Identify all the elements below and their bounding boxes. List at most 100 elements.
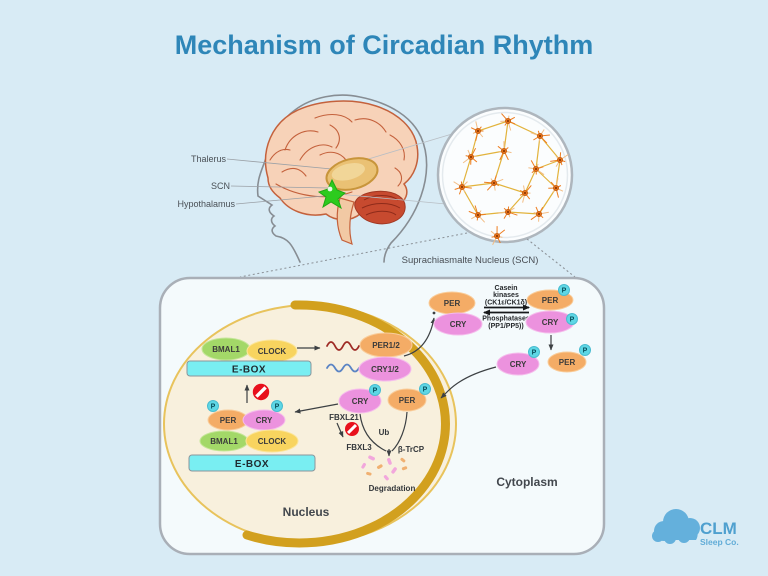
cry-mrna-wave	[326, 363, 360, 373]
p-badge: P	[419, 383, 431, 395]
neuron	[550, 152, 569, 167]
zoom-wedge-lines	[239, 232, 576, 278]
hypothalamus-label: Hypothalamus	[177, 199, 235, 209]
cry-ellipse-pair1	[433, 312, 483, 336]
neuron	[490, 226, 506, 246]
per-label: PER	[399, 396, 416, 405]
fbxl21-label: FBXL21	[329, 413, 359, 422]
per12-label: PER1/2	[372, 341, 400, 350]
p-label: P	[583, 348, 588, 355]
neuron	[484, 175, 504, 191]
cry12-label: CRY1/2	[371, 365, 399, 374]
casein-line1: Casein	[495, 285, 518, 292]
cry-ellipse-nucleus	[338, 388, 382, 414]
page-title: Mechanism of Circadian Rhythm	[175, 30, 594, 60]
brainstem	[336, 197, 355, 246]
neuron	[530, 129, 550, 144]
clock-label: CLOCK	[258, 437, 287, 446]
clock-ellipse-2	[245, 429, 299, 453]
bmal1-label: BMAL1	[210, 437, 238, 446]
logo-subtitle: Sleep Co.	[700, 537, 739, 547]
cerebellum-stripes	[361, 195, 401, 216]
repression-transfer-arrow	[294, 403, 339, 414]
nucleus-label: Nucleus	[283, 505, 330, 519]
neuron	[500, 113, 516, 131]
cloud-icon	[652, 509, 700, 544]
phosphatases-line2: (PP1/PP5))	[488, 323, 523, 330]
per-degradation-curve	[391, 411, 408, 452]
ub-label: Ub	[379, 428, 390, 437]
cytoplasm-label: Cytoplasm	[496, 475, 557, 489]
import-arrow	[440, 366, 497, 399]
logo-name: CLM	[700, 519, 737, 538]
label-lines	[226, 158, 343, 205]
p-label: P	[275, 404, 280, 411]
per-ellipse-nucleus	[387, 388, 427, 412]
scn-circle	[436, 106, 574, 246]
neuron	[498, 206, 518, 219]
cry-label: CRY	[450, 320, 467, 329]
neuron	[528, 160, 545, 176]
p-label: P	[373, 388, 378, 395]
p-badge: P	[369, 384, 381, 396]
scn-marker-icon	[317, 178, 346, 210]
p-badge: P	[579, 344, 591, 356]
p-label: P	[570, 317, 575, 324]
cry-label: CRY	[352, 397, 369, 406]
neuron	[462, 147, 478, 165]
p-badge: P	[558, 284, 570, 296]
neuron	[519, 185, 532, 203]
neuron	[530, 206, 549, 222]
phosphatases-line1: Phosphatases	[482, 316, 530, 323]
scn-label: SCN	[211, 181, 230, 191]
membrane-dot	[432, 311, 436, 315]
cry-label: CRY	[256, 416, 273, 425]
export-arrow	[403, 317, 436, 357]
p-label: P	[211, 404, 216, 411]
ebox-1-label: E-BOX	[232, 365, 266, 376]
brain	[264, 100, 419, 221]
p-badge: P	[271, 400, 283, 412]
brain-illustration: Thalerus SCN Hypothalamus	[177, 94, 453, 263]
p-badge: P	[528, 346, 540, 358]
neuron	[497, 141, 512, 161]
neuron	[453, 181, 472, 195]
cry12-ellipse	[358, 356, 412, 382]
neuron-network	[453, 113, 569, 246]
p-badge: P	[207, 400, 219, 412]
ebox-2-label: E-BOX	[235, 459, 269, 470]
ebox-2	[188, 454, 316, 472]
thalamus	[325, 157, 379, 191]
cerebellum	[354, 190, 406, 225]
nucleus-gold-rim	[242, 300, 450, 548]
clock-label: CLOCK	[258, 347, 287, 356]
membrane-dot	[442, 393, 446, 397]
per-label: PER	[559, 358, 576, 367]
prohibition-icon	[252, 383, 270, 401]
fbxl3-label: FBXL3	[346, 443, 372, 452]
per-label: PER	[542, 296, 559, 305]
per-mrna-wave	[326, 341, 360, 351]
cry-label: CRY	[510, 360, 527, 369]
zoom-dotted-line-right	[526, 238, 576, 278]
cry-degradation-curve	[359, 413, 387, 452]
ebox-1	[186, 360, 312, 377]
per-label: PER	[220, 416, 237, 425]
per-label: PER	[444, 299, 461, 308]
thalamus-label: Thalerus	[191, 154, 227, 164]
cry-label: CRY	[542, 318, 559, 327]
magnifier-lines	[337, 133, 453, 205]
neuron	[468, 205, 486, 223]
btrcp-label: β-TrCP	[398, 445, 425, 454]
p-label: P	[423, 387, 428, 394]
casein-line3: (CK1ε/CK1δ)	[485, 300, 527, 307]
fbxl21-arrow	[336, 422, 344, 438]
casein-line2: kinases	[493, 292, 519, 299]
prohibition-icon	[345, 422, 359, 436]
p-label: P	[562, 288, 567, 295]
neuron	[470, 121, 484, 141]
p-label: P	[532, 350, 537, 357]
scn-caption: Suprachiasmalte Nucleus (SCN)	[402, 255, 539, 266]
